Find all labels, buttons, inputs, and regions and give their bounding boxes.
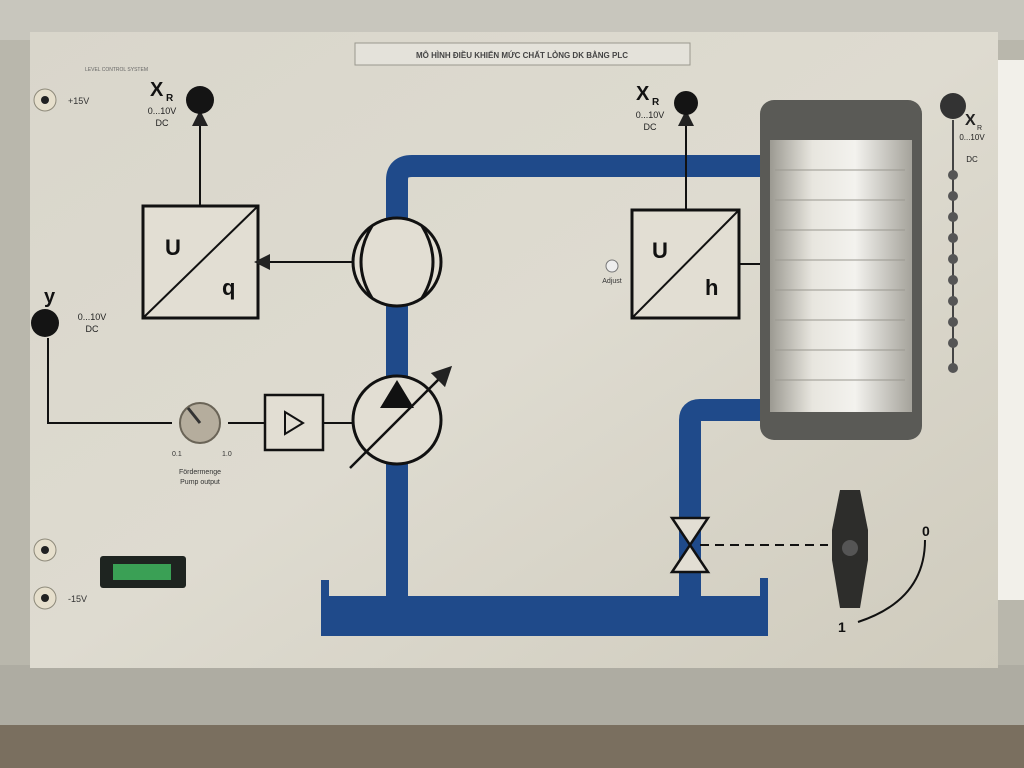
pump-knob-label-de: Fördermenge bbox=[179, 469, 221, 476]
input-jack[interactable] bbox=[31, 309, 59, 337]
valve-pos-open: 0 bbox=[922, 523, 930, 539]
level-converter-h: h bbox=[705, 275, 718, 300]
flow-converter-u: U bbox=[165, 235, 181, 260]
drain-valve-symbol bbox=[669, 516, 711, 574]
level-output-jack[interactable] bbox=[674, 91, 698, 115]
valve-pos-closed: 1 bbox=[838, 619, 846, 635]
tank-output-unit: DC bbox=[966, 155, 978, 164]
input-symbol: y bbox=[44, 286, 56, 308]
adjust-trimmer[interactable] bbox=[605, 259, 619, 273]
amplifier-block bbox=[263, 393, 325, 452]
level-output-sub: R bbox=[652, 97, 660, 108]
flow-output-sub: R bbox=[166, 93, 174, 104]
panel-subtitle: LEVEL CONTROL SYSTEM bbox=[85, 67, 148, 73]
adjust-label: Adjust bbox=[602, 278, 622, 285]
flow-output-range: 0...10V bbox=[148, 106, 177, 116]
flow-output-unit: DC bbox=[156, 118, 169, 128]
flow-output-jack[interactable] bbox=[186, 86, 214, 114]
panel-title: MÔ HÌNH ĐIỀU KHIỂN MỨC CHẤT LỎNG DK BẰNG… bbox=[416, 50, 628, 60]
reservoir-water bbox=[325, 596, 764, 632]
input-range: 0...10V bbox=[78, 312, 107, 322]
pump-knob-max: 1.0 bbox=[222, 451, 232, 458]
pipes bbox=[386, 155, 770, 600]
tank-glass bbox=[770, 140, 912, 412]
flow-converter-q: q bbox=[222, 275, 235, 300]
level-output-symbol: X bbox=[636, 83, 650, 105]
tank-output-symbol: X bbox=[965, 112, 976, 129]
pump-knob-label-en: Pump output bbox=[180, 479, 220, 486]
flow-output-symbol: X bbox=[150, 79, 164, 101]
level-converter-u: U bbox=[652, 238, 668, 263]
title-plate bbox=[354, 42, 691, 66]
input-unit: DC bbox=[86, 324, 99, 334]
level-led-bar bbox=[948, 170, 958, 373]
power-indicator bbox=[113, 564, 171, 580]
flow-meter-symbol bbox=[351, 216, 443, 308]
tank-output-sub: R bbox=[977, 125, 982, 132]
level-output-unit: DC bbox=[644, 122, 657, 132]
tank-output-jack[interactable] bbox=[940, 93, 966, 119]
pump-knob-min: 0.1 bbox=[172, 451, 182, 458]
tank-output-range: 0...10V bbox=[959, 133, 985, 142]
plus15-label: +15V bbox=[68, 96, 89, 106]
minus15-label: -15V bbox=[68, 594, 87, 604]
level-output-range: 0...10V bbox=[636, 110, 665, 120]
